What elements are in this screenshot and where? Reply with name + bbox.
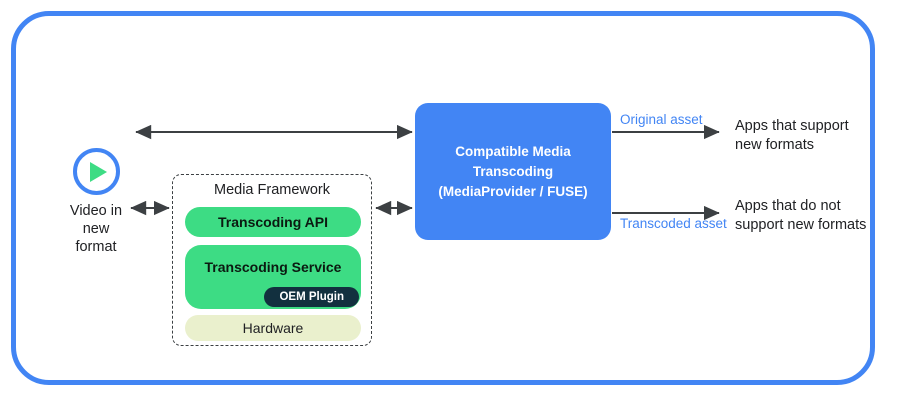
play-circle-icon — [72, 148, 120, 195]
oem-plugin-badge[interactable]: OEM Plugin — [264, 287, 359, 307]
transcoding-api-label: Transcoding API — [218, 214, 328, 230]
original-asset-label: Original asset — [620, 112, 703, 127]
outer-frame-border — [11, 11, 875, 385]
media-framework-title: Media Framework — [213, 182, 331, 198]
transcoding-api-box[interactable]: Transcoding API — [185, 207, 361, 237]
video-source-group: Video in new format — [48, 148, 144, 256]
apps-no-support-label: Apps that do not support new formats — [735, 198, 867, 233]
hardware-label: Hardware — [242, 320, 304, 336]
media-framework-box: Media Framework Transcoding API Transcod… — [172, 174, 372, 346]
apps-support-label: Apps that support new formats — [735, 118, 849, 153]
hardware-box[interactable]: Hardware — [185, 315, 361, 341]
transcoding-service-label: Transcoding Service — [204, 259, 342, 275]
transcoding-service-box[interactable]: Transcoding Service OEM Plugin — [185, 245, 361, 309]
video-source-label: Video in new format — [69, 203, 123, 255]
compatible-media-transcoding-box[interactable]: Compatible Media Transcoding (MediaProvi… — [415, 103, 611, 240]
compatible-media-transcoding-label: Compatible Media Transcoding (MediaProvi… — [438, 143, 588, 199]
transcoded-asset-label: Transcoded asset — [620, 216, 727, 231]
play-triangle-icon — [90, 161, 107, 182]
